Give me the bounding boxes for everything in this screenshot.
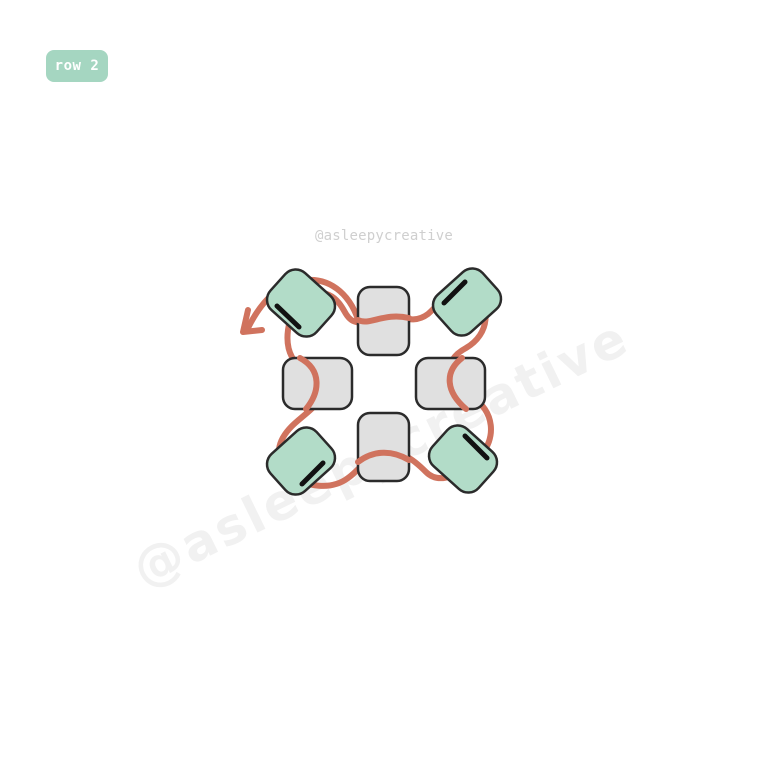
needle-icon — [299, 460, 326, 487]
thread-over-right-bead — [446, 355, 469, 412]
bead-green-bottom-left — [265, 426, 337, 496]
row-badge: row 2 — [46, 50, 108, 82]
needle-icon — [462, 433, 490, 461]
bead-green-top-left — [265, 268, 337, 338]
bead-green-top-right — [431, 267, 503, 337]
needle-icon — [274, 303, 302, 330]
thread-over-top-bead — [355, 313, 412, 325]
needle-icon — [441, 279, 468, 306]
thread-over-bottom-bead — [355, 449, 412, 465]
bead-gray-bottom — [356, 411, 411, 483]
credit-handle: @asleepycreative — [314, 228, 454, 244]
bead-green-bottom-right — [427, 424, 499, 494]
arrow-left-icon — [240, 307, 265, 335]
thread-over-left-bead — [297, 355, 320, 412]
